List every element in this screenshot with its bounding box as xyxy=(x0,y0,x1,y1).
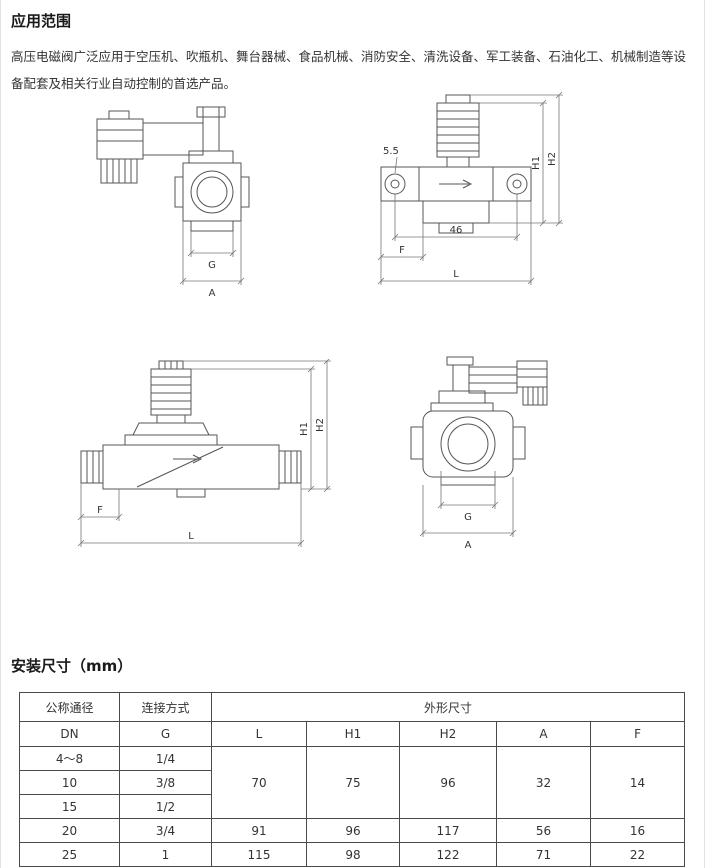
th-g: G xyxy=(119,721,212,747)
cell-dn: 15 xyxy=(19,794,120,819)
dimension-lines xyxy=(77,359,331,547)
dim-label-f: F xyxy=(97,505,103,516)
table-row: 4～8 1/4 70 75 96 32 14 xyxy=(19,746,686,819)
valve-outline xyxy=(380,94,532,234)
cell-g: 1/4 xyxy=(119,746,212,771)
dim-label-h2: H2 xyxy=(315,418,326,432)
cell-h2: 117 xyxy=(399,818,497,843)
dimension-lines xyxy=(419,471,517,537)
th-h1: H1 xyxy=(306,721,400,747)
th-a: A xyxy=(496,721,591,747)
dim-label-l: L xyxy=(188,531,194,542)
installation-section-title: 安装尺寸（mm） xyxy=(11,657,133,675)
dim-label-h2: H2 xyxy=(547,152,558,166)
cell-l-merged: 70 xyxy=(211,746,307,819)
cell-a-merged: 32 xyxy=(496,746,591,819)
dim-label-h1: H1 xyxy=(299,422,310,436)
cell-a: 71 xyxy=(496,842,591,867)
valve-diagram-front-view: 5.5 46 F L H1 H2 xyxy=(377,91,563,285)
th-h2: H2 xyxy=(399,721,497,747)
table-header-row-2: DN G L H1 H2 A F xyxy=(19,721,686,747)
valve-diagram-angle-view: G A xyxy=(96,106,250,299)
cell-dn: 20 xyxy=(19,818,120,843)
cell-l: 91 xyxy=(211,818,307,843)
valve-outline xyxy=(96,106,250,232)
dim-label-g: G xyxy=(464,512,472,523)
cell-h1: 96 xyxy=(306,818,400,843)
cell-dn: 10 xyxy=(19,770,120,795)
valve-technical-drawings: G A xyxy=(11,91,693,649)
cell-h1: 98 xyxy=(306,842,400,867)
cell-f: 16 xyxy=(589,818,686,843)
valve-outline xyxy=(80,360,302,498)
cell-g: 1/2 xyxy=(119,794,212,819)
cell-g: 3/8 xyxy=(119,770,212,795)
dim-label-f: F xyxy=(399,245,405,256)
valve-diagram-side-view: F L H1 H2 xyxy=(77,359,331,547)
dim-label-h1: H1 xyxy=(531,156,542,170)
table-header-row-1: 公称通径 连接方式 外形尺寸 xyxy=(19,692,686,722)
dimension-lines xyxy=(179,221,245,285)
cell-dn: 25 xyxy=(19,842,120,867)
th-f: F xyxy=(589,721,686,747)
dim-label-a: A xyxy=(465,540,472,551)
application-description: 高压电磁阀广泛应用于空压机、吹瓶机、舞台器械、食品机械、消防安全、清洗设备、军工… xyxy=(11,49,687,91)
valve-diagram-perspective-view: G A xyxy=(410,356,548,551)
cell-g: 1 xyxy=(119,842,212,867)
th-outline-dimensions: 外形尺寸 xyxy=(210,692,686,722)
cell-h2-merged: 96 xyxy=(399,746,497,819)
dim-label-a: A xyxy=(209,288,216,299)
cell-g: 3/4 xyxy=(119,818,212,843)
dim-label-46: 46 xyxy=(450,225,463,236)
dim-label-5-5: 5.5 xyxy=(383,146,399,157)
cell-h1-merged: 75 xyxy=(306,746,400,819)
valve-outline xyxy=(410,356,548,486)
cell-f: 22 xyxy=(589,842,686,867)
application-section-title: 应用范围 xyxy=(11,12,72,30)
table-row: 25 1 115 98 122 71 22 xyxy=(19,842,686,867)
th-l: L xyxy=(211,721,307,747)
cell-dn: 4～8 xyxy=(19,746,120,771)
dimension-lines xyxy=(377,91,563,285)
dimensions-table: 公称通径 连接方式 外形尺寸 DN G L H1 H2 A F 4～8 1/4 … xyxy=(19,692,686,867)
dim-label-l: L xyxy=(453,269,459,280)
cell-l: 115 xyxy=(211,842,307,867)
cell-f-merged: 14 xyxy=(589,746,686,819)
table-row: 15 1/2 xyxy=(19,794,685,819)
table-row: 20 3/4 91 96 117 56 16 xyxy=(19,818,686,843)
cell-a: 56 xyxy=(496,818,591,843)
th-connection-type: 连接方式 xyxy=(119,692,212,722)
cell-h2: 122 xyxy=(399,842,497,867)
th-dn: DN xyxy=(19,721,120,747)
dim-label-g: G xyxy=(208,260,216,271)
th-nominal-diameter: 公称通径 xyxy=(19,692,120,722)
